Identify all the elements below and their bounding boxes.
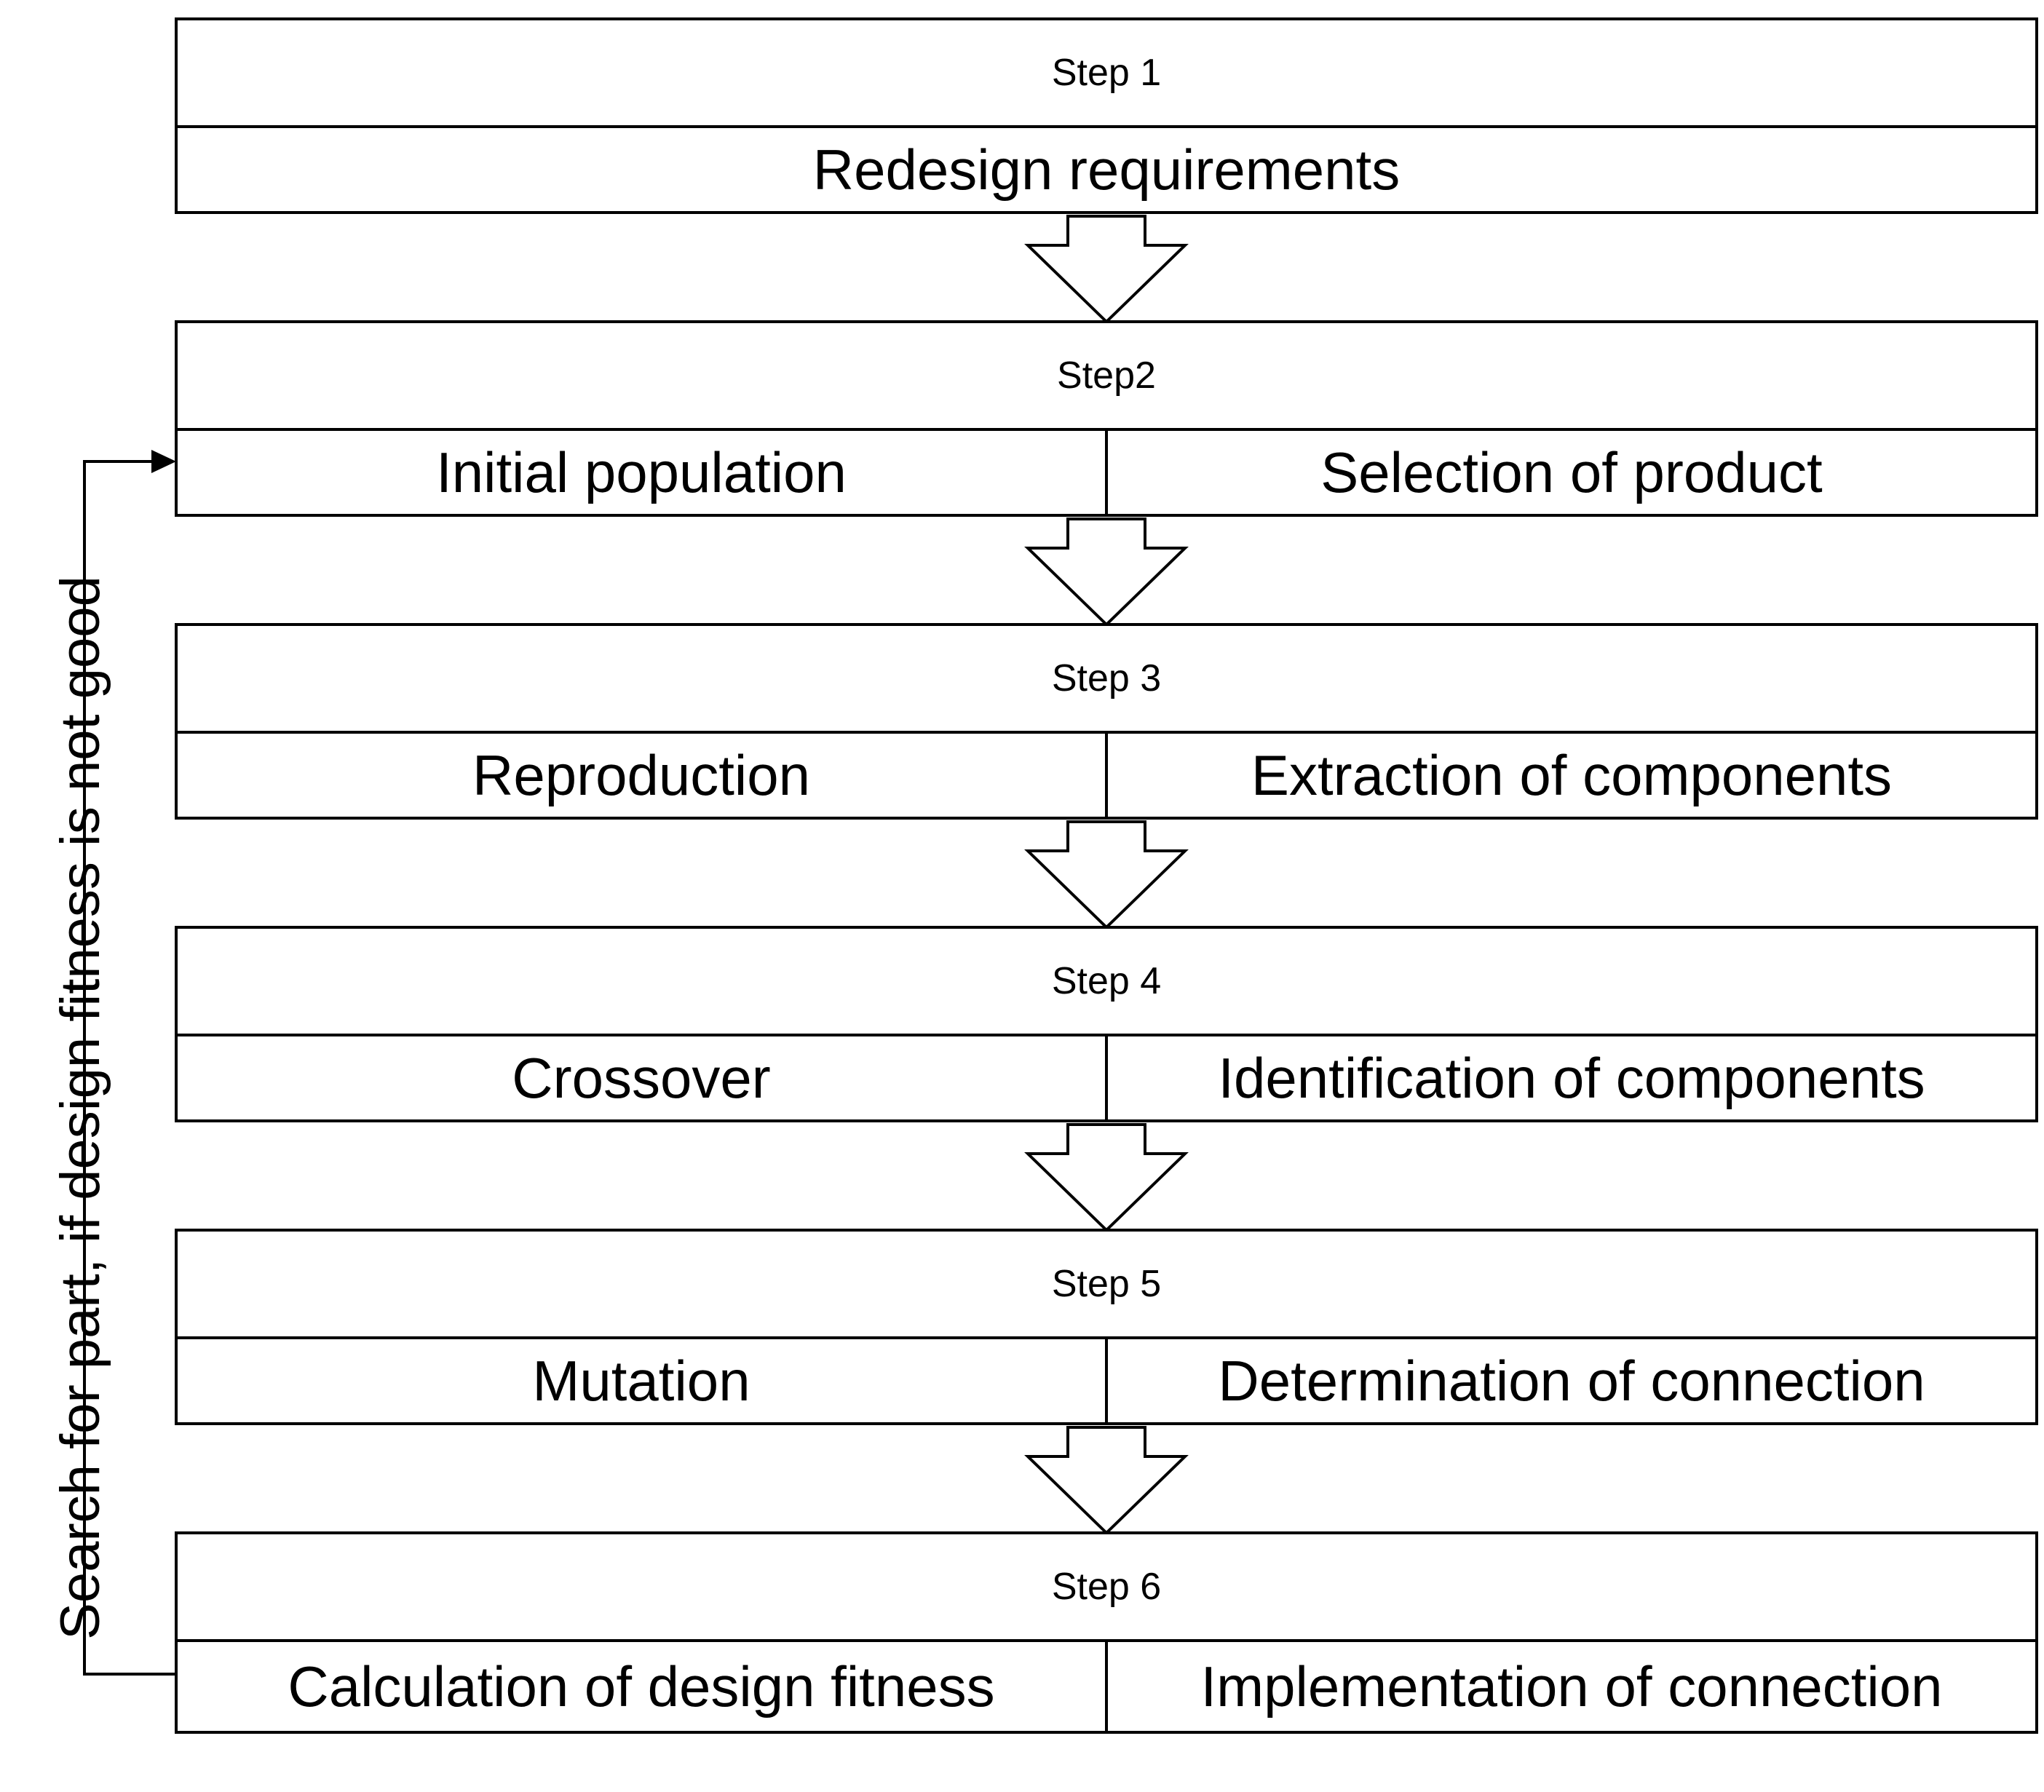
down-arrow-4-5 xyxy=(1024,1123,1189,1232)
step-1-header: Step 1 xyxy=(178,20,2035,128)
step-3-right-cell: Extraction of components xyxy=(1105,734,2035,817)
step-2-body: Initial population Selection of product xyxy=(178,431,2035,514)
step-3-box: Step 3 Reproduction Extraction of compon… xyxy=(175,623,2038,820)
feedback-loop-label: Search for part, if design fitness is no… xyxy=(49,576,111,1640)
step-5-right-cell: Determination of connection xyxy=(1105,1339,2035,1422)
step-6-header: Step 6 xyxy=(178,1534,2035,1642)
step-6-box: Step 6 Calculation of design fitness Imp… xyxy=(175,1531,2038,1734)
step-2-left-cell: Initial population xyxy=(436,440,847,504)
step-3-left-cell: Reproduction xyxy=(472,742,810,807)
step-6-left-cell: Calculation of design fitness xyxy=(288,1654,995,1718)
step-3-header: Step 3 xyxy=(178,626,2035,734)
feedback-arrowhead xyxy=(151,450,176,473)
down-arrow-2-3 xyxy=(1024,518,1189,627)
step-5-left-cell: Mutation xyxy=(532,1348,750,1413)
step-6-right-cell: Implementation of connection xyxy=(1105,1642,2035,1731)
step-4-header: Step 4 xyxy=(178,929,2035,1036)
down-arrow-3-4 xyxy=(1024,820,1189,929)
step-2-right-cell: Selection of product xyxy=(1105,431,2035,514)
down-arrow-5-6 xyxy=(1024,1426,1189,1535)
step-4-box: Step 4 Crossover Identification of compo… xyxy=(175,926,2038,1122)
step-4-right-cell: Identification of components xyxy=(1105,1036,2035,1119)
step-2-box: Step2 Initial population Selection of pr… xyxy=(175,320,2038,517)
step-1-box: Step 1 Redesign requirements xyxy=(175,17,2038,214)
feedback-loop-line xyxy=(83,460,175,1676)
step-2-header: Step2 xyxy=(178,323,2035,431)
step-5-box: Step 5 Mutation Determination of connect… xyxy=(175,1229,2038,1425)
step-1-cell: Redesign requirements xyxy=(812,137,1401,202)
step-4-left-cell: Crossover xyxy=(512,1045,771,1110)
step-6-body: Calculation of design fitness Implementa… xyxy=(178,1642,2035,1731)
step-4-body: Crossover Identification of components xyxy=(178,1036,2035,1119)
step-5-body: Mutation Determination of connection xyxy=(178,1339,2035,1422)
step-3-body: Reproduction Extraction of components xyxy=(178,734,2035,817)
step-1-body: Redesign requirements xyxy=(178,128,2035,211)
flowchart: Step 1 Redesign requirements Step2 Initi… xyxy=(49,17,2038,1734)
connector-layer xyxy=(83,215,1189,1676)
down-arrow-1-2 xyxy=(1024,215,1189,324)
step-5-header: Step 5 xyxy=(178,1232,2035,1339)
